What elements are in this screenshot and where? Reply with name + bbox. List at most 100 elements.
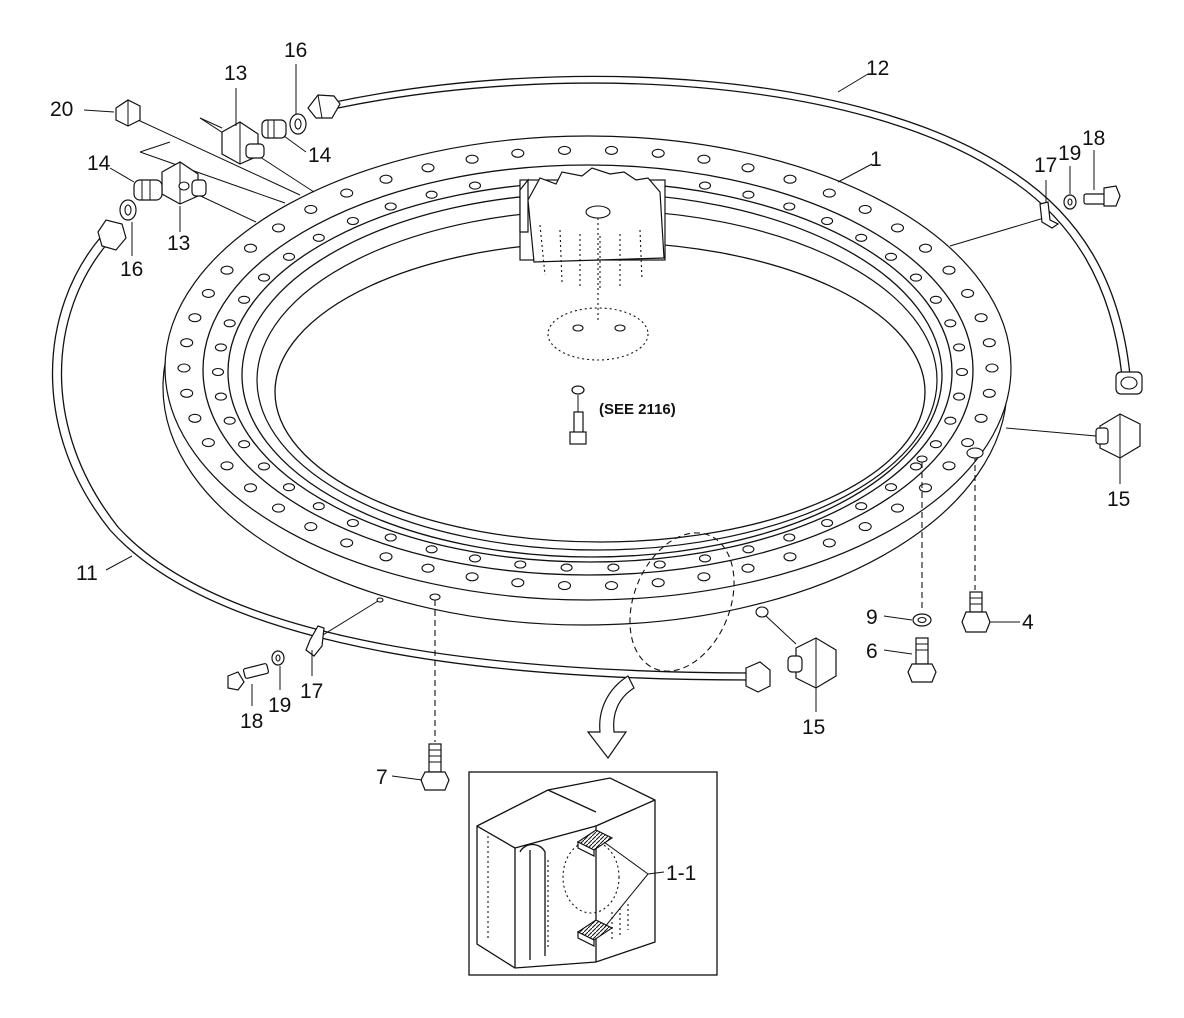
bolt-hole xyxy=(220,461,234,471)
bolt-hole xyxy=(238,440,251,449)
bolt-hole xyxy=(890,503,905,513)
callout-1-1: 1-1 xyxy=(666,862,696,885)
bolt-hole xyxy=(238,295,251,304)
bolt-hole xyxy=(304,204,318,214)
bolt-hole xyxy=(180,338,194,348)
washer-19-right xyxy=(1063,194,1077,210)
callout-4: 4 xyxy=(1022,611,1034,634)
detail-region-outline xyxy=(629,532,735,672)
callout-13-upper: 13 xyxy=(224,62,247,85)
bolt-hole xyxy=(421,163,435,173)
bolt-hole xyxy=(604,581,619,591)
callout-18-right: 18 xyxy=(1082,127,1105,150)
bolt-7 xyxy=(420,743,450,791)
bolt-hole xyxy=(220,265,234,275)
callout-16-upper: 16 xyxy=(284,39,307,62)
bolt-hole xyxy=(604,145,619,155)
bolt-hole xyxy=(468,554,482,563)
seal-washer-16-upper xyxy=(289,113,307,135)
bolt-hole xyxy=(346,518,359,528)
detail-arrow xyxy=(586,675,635,760)
bolt-hole xyxy=(465,572,479,582)
bolt-hole xyxy=(944,416,957,425)
bolt-hole xyxy=(188,313,202,323)
callout-15-right: 15 xyxy=(1107,488,1130,511)
callout-16-lower: 16 xyxy=(120,258,143,281)
bolt-hole xyxy=(425,545,438,554)
bolt-hole xyxy=(511,578,525,588)
bolt-hole xyxy=(271,223,286,233)
callout-13-lower: 13 xyxy=(167,232,190,255)
callout-12: 12 xyxy=(866,57,889,80)
bolt-hole xyxy=(214,392,227,401)
bolt-hole xyxy=(557,145,572,155)
bolt-18-right xyxy=(1083,185,1121,207)
bolt-hole xyxy=(465,154,479,164)
bolt-hole xyxy=(982,388,996,398)
elbow-fitting-13-upper xyxy=(221,121,265,165)
bolt-hole xyxy=(741,163,755,173)
ring-bolt-holes xyxy=(177,145,999,591)
slewing-ring xyxy=(162,135,1012,626)
bolt-hole xyxy=(697,154,711,164)
callout-1: 1 xyxy=(870,148,882,171)
callout-6: 6 xyxy=(866,640,878,663)
bolt-hole xyxy=(697,572,711,582)
elbow-fitting-15-right xyxy=(1095,413,1141,459)
bolt-hole xyxy=(783,174,797,184)
bolt-hole xyxy=(822,538,836,548)
bolt-6 xyxy=(907,637,937,683)
bolt-hole xyxy=(312,233,325,242)
bolt-hole xyxy=(282,483,296,492)
bolt-hole xyxy=(698,554,712,563)
bolt-hole xyxy=(783,202,796,211)
bolt-hole xyxy=(953,392,966,401)
hose-nut-12-top xyxy=(307,94,341,119)
grease-nipple-20 xyxy=(115,99,141,127)
bolt-hole xyxy=(651,148,665,158)
bolt-hole xyxy=(918,483,933,493)
bolt-hole xyxy=(890,223,905,233)
bolt-hole xyxy=(211,367,225,377)
see-2116-note: (SEE 2116) xyxy=(599,401,676,418)
bolt-hole xyxy=(742,545,755,554)
hose-nut-11-bottom xyxy=(745,661,771,693)
hose-nut-11-top xyxy=(97,219,127,251)
bolt-hole xyxy=(961,288,975,298)
grease-line-12 xyxy=(334,75,1131,376)
callout-17-right: 17 xyxy=(1034,154,1057,177)
bolt-hole xyxy=(855,233,868,242)
bolt-hole xyxy=(985,363,999,373)
bolt-hole xyxy=(201,438,215,448)
callout-7: 7 xyxy=(376,766,388,789)
washer-9 xyxy=(912,613,932,627)
bolt-hole xyxy=(953,343,966,352)
bolt-hole xyxy=(511,148,525,158)
bolt-hole xyxy=(982,338,996,348)
callout-11: 11 xyxy=(76,562,98,585)
bolt-hole xyxy=(942,265,956,275)
bolt-hole xyxy=(884,483,898,492)
bolt-hole xyxy=(560,563,573,572)
clip-17-right xyxy=(1039,201,1060,229)
callout-19-right: 19 xyxy=(1058,142,1081,165)
bolt-hole xyxy=(312,502,325,511)
hose-nut-12-bottom xyxy=(1115,371,1143,395)
bolt-hole xyxy=(201,288,215,298)
bolt-hole xyxy=(858,204,872,214)
elbow-fitting-15-bottom xyxy=(787,637,837,689)
bolt-hole xyxy=(346,216,359,226)
bolt-hole xyxy=(379,552,393,562)
callout-20: 20 xyxy=(50,98,73,121)
bolt-hole xyxy=(223,416,236,425)
grease-line-11 xyxy=(51,237,751,681)
bolt-hole xyxy=(944,319,957,328)
bolt-hole xyxy=(607,563,620,572)
callout-14-lower: 14 xyxy=(87,152,111,175)
pinion-gear xyxy=(519,167,666,320)
bolt-hole xyxy=(223,319,236,328)
bolt-hole xyxy=(257,273,271,282)
bolt-hole xyxy=(821,216,834,226)
elbow-fitting-13-lower xyxy=(161,161,207,205)
bolt-hole xyxy=(214,343,227,352)
